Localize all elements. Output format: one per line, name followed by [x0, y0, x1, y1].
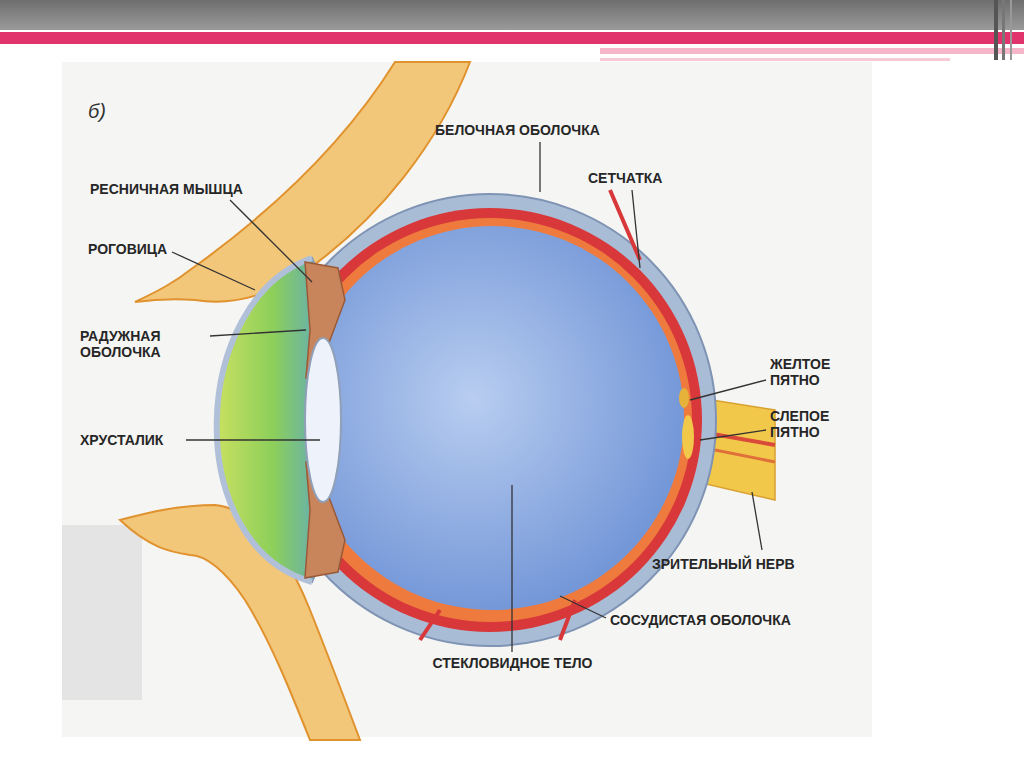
part-label: СТЕКЛОВИДНОЕ ТЕЛО	[425, 655, 600, 671]
vessel	[420, 190, 640, 640]
edge-stripe	[994, 0, 998, 60]
vitreous-body	[300, 226, 684, 610]
part-label: РЕСНИЧНАЯ МЫШЦА	[90, 181, 243, 197]
part-label: СЕТЧАТКА	[588, 170, 662, 186]
cornea-edge	[217, 258, 312, 582]
page-ground	[62, 62, 872, 737]
pink-band	[0, 32, 1024, 44]
part-label: БЕЛОЧНАЯ ОБОЛОЧКА	[435, 122, 600, 138]
part-label: СОСУДИСТАЯ ОБОЛОЧКА	[610, 612, 791, 628]
part-label: СЛЕПОЕ ПЯТНО	[770, 408, 850, 440]
lens	[305, 338, 341, 502]
top-bar	[0, 0, 1024, 30]
part-label: РОГОВИЦА	[88, 241, 167, 257]
edge-stripe	[1002, 0, 1005, 60]
pink-band-light	[600, 58, 950, 61]
macula	[679, 388, 689, 408]
pink-band-light	[600, 48, 1024, 54]
part-label: РАДУЖНАЯ ОБОЛОЧКА	[80, 328, 208, 360]
part-label: ЗРИТЕЛЬНЫЙ НЕРВ	[652, 556, 795, 572]
blind-spot	[682, 415, 694, 459]
part-label: ХРУСТАЛИК	[80, 432, 163, 448]
figure-letter: б)	[88, 100, 106, 122]
sclera	[264, 194, 716, 646]
page-shadow	[62, 525, 142, 700]
part-label: ЖЕЛТОЕ ПЯТНО	[770, 356, 850, 388]
retina	[288, 218, 692, 622]
choroid	[278, 208, 702, 632]
edge-stripe	[1010, 0, 1012, 60]
leader-lines	[172, 142, 766, 652]
